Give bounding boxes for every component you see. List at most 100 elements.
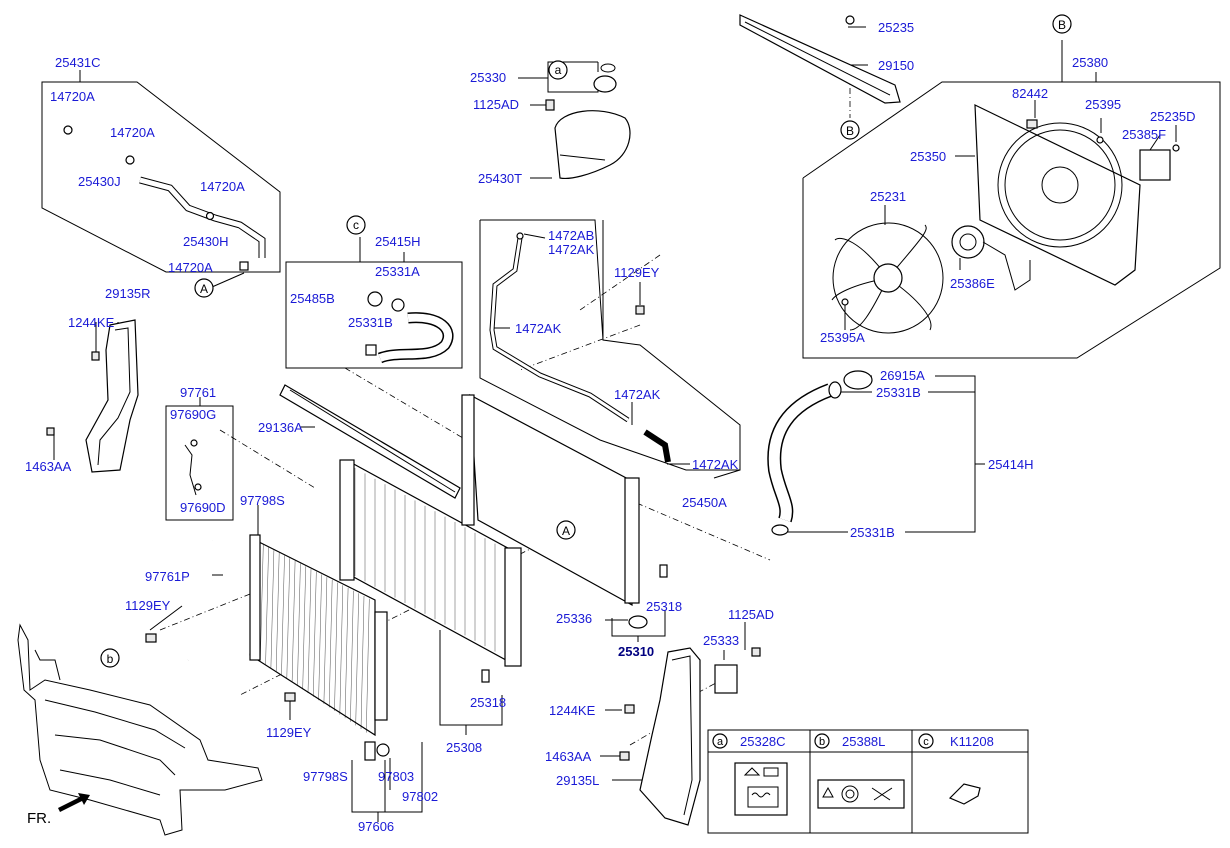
part-label: 1129EY <box>266 725 312 740</box>
condenser-fin <box>339 585 343 715</box>
radiator <box>339 393 640 667</box>
legend-cell-b: b 25388L <box>814 733 905 809</box>
svg-text:A: A <box>562 524 570 538</box>
legend-table: a 25328C b 25388L c K11208 <box>707 729 1029 834</box>
condenser-fin <box>360 595 365 730</box>
condenser-fin <box>291 560 296 683</box>
svg-text:c: c <box>923 736 929 748</box>
part-label: 14720A <box>110 125 155 140</box>
part-label: 25235 <box>878 20 914 35</box>
callout-markers: A A B B b c a <box>100 14 1072 668</box>
condenser-fin <box>286 558 290 679</box>
air-guard-right <box>46 319 139 473</box>
svg-text:b: b <box>107 652 114 666</box>
condenser-fin <box>366 598 370 733</box>
part-label: 25430H <box>183 234 229 249</box>
part-label: 25333 <box>703 633 739 648</box>
part-label: 25318 <box>646 599 682 614</box>
condenser <box>249 534 390 757</box>
part-label: 29136A <box>258 420 303 435</box>
part-label: 25331B <box>876 385 921 400</box>
condenser-fin <box>302 566 306 690</box>
arrow-icon <box>58 793 90 812</box>
part-label: 25430J <box>78 174 121 189</box>
fan-motor <box>951 225 1031 291</box>
lower-hose <box>767 370 873 536</box>
part-label: 25235D <box>1150 109 1196 124</box>
reservoir-tank <box>545 63 631 180</box>
svg-text:c: c <box>353 218 359 232</box>
condenser-fin <box>276 552 280 672</box>
part-label: 29135R <box>105 286 151 301</box>
part-label: 1472AK <box>614 387 661 402</box>
svg-text:B: B <box>1058 18 1066 32</box>
part-label: 25385F <box>1122 127 1166 142</box>
part-label: 97690D <box>180 500 226 515</box>
callout-a-upper-left: A <box>194 278 214 298</box>
bracket-97761 <box>184 439 202 496</box>
part-label: 14720A <box>168 260 213 275</box>
part-label: 25485B <box>290 291 335 306</box>
part-label: 25330 <box>470 70 506 85</box>
part-label: 25395A <box>820 330 865 345</box>
part-label: 97802 <box>402 789 438 804</box>
condenser-fin <box>281 555 285 676</box>
part-label: 25318 <box>470 695 506 710</box>
upper-bracket <box>739 14 901 104</box>
part-label: 1472AK <box>548 242 595 257</box>
part-label: 25414H <box>988 457 1034 472</box>
fan-shroud <box>974 104 1171 286</box>
part-label: 1129EY <box>614 265 660 280</box>
part-label: 82442 <box>1012 86 1048 101</box>
condenser-fin <box>329 579 333 708</box>
coolant-hose-upper-left <box>63 125 266 271</box>
part-label: 1244KE <box>68 315 115 330</box>
radiator-seal-upper <box>279 384 461 499</box>
condenser-fin <box>270 550 275 668</box>
leader-lines <box>41 26 1221 822</box>
part-label: 97798S <box>240 493 285 508</box>
part-labels: 25431C 14720A 14720A 25430J 14720A 25430… <box>25 20 1196 834</box>
small-fittings <box>364 136 1180 761</box>
part-label: 14720A <box>200 179 245 194</box>
part-label: 1463AA <box>25 459 72 474</box>
legend-part-number: K11208 <box>950 734 994 749</box>
part-label: 25430T <box>478 171 522 186</box>
part-label: 97798S <box>303 769 348 784</box>
callout-a-reservoir: a <box>548 60 568 80</box>
condenser-fin <box>318 574 322 701</box>
condenser-fin <box>350 590 354 722</box>
part-label: 1472AB <box>548 228 594 243</box>
part-label: 26915A <box>880 368 925 383</box>
callout-a-radiator: A <box>556 520 576 540</box>
condenser-fin <box>260 544 264 661</box>
front-label: FR. <box>27 810 51 827</box>
svg-text:a: a <box>555 63 562 77</box>
part-label: 1463AA <box>545 749 592 764</box>
part-label: 97606 <box>358 819 394 834</box>
part-label: 1129EY <box>125 598 171 613</box>
legend-cell-c: c K11208 <box>918 733 994 805</box>
callout-b-shroud: B <box>1052 14 1072 34</box>
part-label: 1472AK <box>692 457 739 472</box>
condenser-fin <box>265 547 269 665</box>
callout-b-lower: b <box>100 648 120 668</box>
part-label: 97761P <box>145 569 190 584</box>
svg-text:b: b <box>819 736 825 748</box>
part-label: 25415H <box>375 234 421 249</box>
callout-c: c <box>346 215 366 235</box>
condenser-fin <box>323 577 328 704</box>
legend-part-number: 25388L <box>842 734 885 749</box>
part-label: 25431C <box>55 55 101 70</box>
overflow-hose <box>489 232 671 463</box>
part-label: 25386E <box>950 276 995 291</box>
part-label: 97690G <box>170 407 216 422</box>
air-guard-left <box>619 647 761 826</box>
part-label: 25350 <box>910 149 946 164</box>
condenser-fin <box>334 582 338 712</box>
part-label: 25450A <box>682 495 727 510</box>
svg-text:A: A <box>200 282 208 296</box>
front-end-carrier <box>17 623 263 836</box>
part-label: 97803 <box>378 769 414 784</box>
